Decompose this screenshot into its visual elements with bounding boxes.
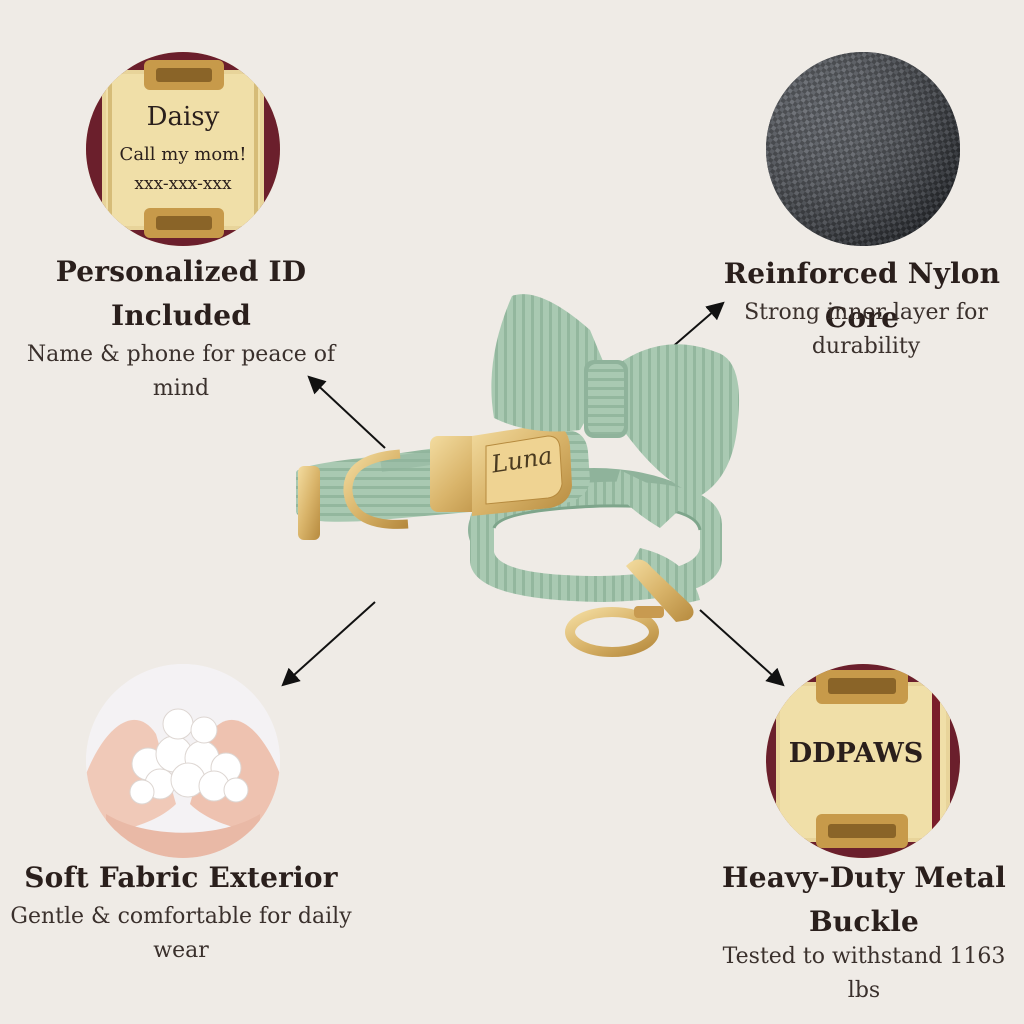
bow-tie: [491, 294, 740, 528]
tag-name-text: Daisy: [146, 102, 220, 132]
arrow-to-id: [307, 375, 386, 449]
metal-buckle-image: DDPAWS: [766, 664, 960, 858]
soft-fabric-subtitle: Gentle & comfortable for daily wear: [10, 904, 352, 963]
cotton-hands-icon: [86, 664, 280, 858]
nylon-core-image: [766, 52, 960, 246]
personalized-id-title: Personalized ID Included: [55, 255, 307, 332]
buckle-brand-text: DDPAWS: [788, 738, 924, 769]
metal-buckle-title: Heavy-Duty Metal Buckle: [722, 861, 1006, 938]
tag-phone-text: xxx-xxx-xxx: [134, 174, 232, 194]
snap-hook: [565, 559, 694, 657]
metal-buckle-subtitle: Tested to withstand 1163 lbs: [722, 944, 1006, 1003]
soft-fabric-title: Soft Fabric Exterior: [24, 861, 338, 894]
soft-fabric-image: [86, 664, 280, 858]
engraved-tag-icon: [86, 52, 280, 246]
arrow-to-buckle: [699, 609, 785, 687]
nylon-core-subtitle: Strong inner layer for durability: [744, 300, 988, 359]
center-buckle: [430, 424, 572, 516]
nylon-texture-icon: [766, 52, 960, 246]
personalized-id-subtitle: Name & phone for peace of mind: [26, 342, 336, 401]
metal-buckle-icon: [766, 664, 960, 858]
d-ring: [343, 449, 409, 529]
nylon-core-title: Reinforced Nylon Core: [723, 257, 1001, 334]
tag-message-text: Call my mom!: [119, 144, 247, 165]
personalized-id-image: Daisy Call my mom! xxx-xxx-xxx: [86, 52, 280, 246]
arrow-to-fabric: [281, 601, 376, 687]
